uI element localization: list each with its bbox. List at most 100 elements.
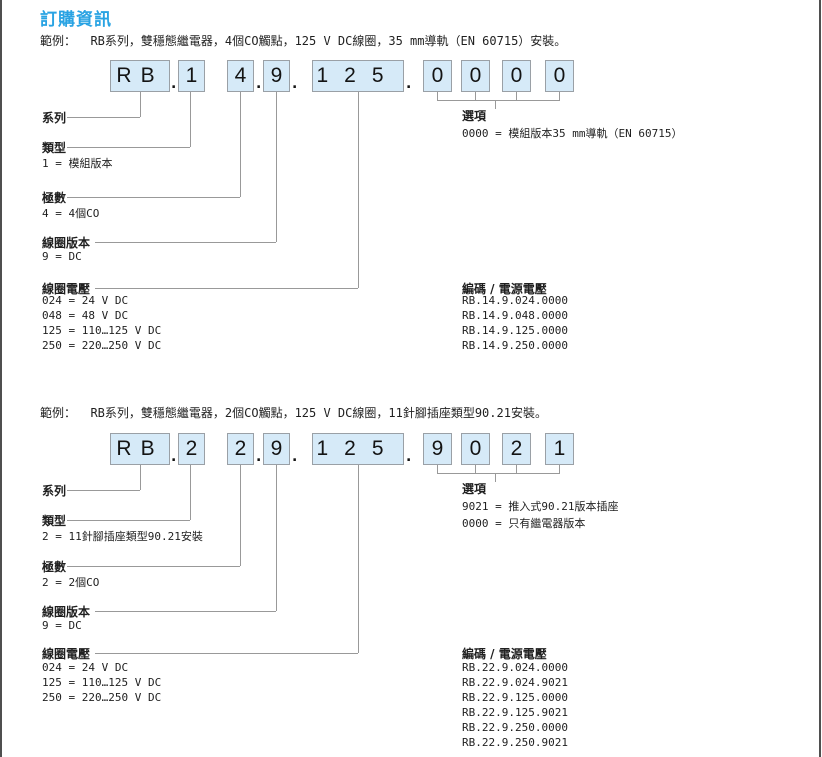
connector-line [475, 465, 476, 473]
connector-line [358, 465, 359, 653]
label-coil-version: 線圈版本 [42, 236, 91, 250]
connector-line [437, 92, 438, 100]
connector-line [437, 465, 438, 473]
connector-line [475, 92, 476, 100]
value-code: RB.22.9.125.0000 [462, 691, 568, 704]
connector-line [95, 653, 358, 654]
code-box-option-2: 0 [461, 60, 490, 92]
page-right-border [819, 0, 821, 757]
value-option: 0000 = 只有繼電器版本 [462, 517, 586, 530]
label-options: 選項 [462, 482, 487, 496]
connector-line [190, 92, 191, 147]
connector-line [95, 242, 276, 243]
value-coil-voltage: 024 = 24 V DC [42, 294, 129, 307]
value-poles: 2 = 2個CO [42, 576, 100, 589]
value-code: RB.14.9.024.0000 [462, 294, 568, 307]
value-code: RB.22.9.024.9021 [462, 676, 568, 689]
code-box-poles: 4 [227, 60, 254, 92]
connector-line [276, 92, 277, 242]
label-poles: 極數 [42, 191, 67, 205]
label-options: 選項 [462, 109, 487, 123]
code-box-coil-version: 9 [263, 60, 290, 92]
value-coil-voltage: 024 = 24 V DC [42, 661, 129, 674]
connector-line [240, 92, 241, 197]
code-separator: . [406, 449, 412, 465]
value-option: 0000 = 模組版本35 mm導軌（EN 60715） [462, 127, 683, 140]
page-left-border [0, 0, 2, 757]
connector-line [140, 92, 141, 117]
value-code: RB.22.9.250.9021 [462, 736, 568, 749]
code-separator: . [256, 449, 262, 465]
value-code: RB.22.9.125.9021 [462, 706, 568, 719]
code-box-coil-version: 9 [263, 433, 290, 465]
label-series: 系列 [42, 111, 67, 125]
label-poles: 極數 [42, 560, 67, 574]
code-box-poles: 2 [227, 433, 254, 465]
code-box-type: 1 [178, 60, 205, 92]
code-separator: . [256, 76, 262, 92]
value-coil-voltage: 125 = 110…125 V DC [42, 676, 162, 689]
value-code: RB.14.9.048.0000 [462, 309, 568, 322]
connector-line [190, 465, 191, 520]
code-box-option-1: 0 [423, 60, 452, 92]
connector-line [437, 100, 560, 101]
code-box-option-1: 9 [423, 433, 452, 465]
code-separator: . [406, 76, 412, 92]
code-box-option-4: 0 [545, 60, 574, 92]
code-box-coil-voltage: 125 [312, 60, 404, 92]
label-type: 類型 [42, 141, 67, 155]
value-coil-voltage: 250 = 220…250 V DC [42, 339, 162, 352]
connector-line [67, 117, 140, 118]
code-separator: . [171, 76, 177, 92]
label-codes: 編碼 / 電源電壓 [462, 647, 547, 661]
connector-line [559, 92, 560, 100]
code-box-series: RB [110, 433, 170, 465]
value-type: 2 = 11針腳插座類型90.21安裝 [42, 530, 203, 543]
connector-line [67, 520, 190, 521]
connector-line [559, 465, 560, 473]
value-coil-version: 9 = DC [42, 619, 82, 632]
value-coil-voltage: 250 = 220…250 V DC [42, 691, 162, 704]
example-text-2: 範例： RB系列，雙穩態繼電器，2個CO觸點，125 V DC線圈，11針腳插座… [40, 406, 547, 420]
page-title: 訂購資訊 [40, 10, 112, 29]
value-coil-voltage: 125 = 110…125 V DC [42, 324, 162, 337]
value-coil-version: 9 = DC [42, 250, 82, 263]
value-coil-voltage: 048 = 48 V DC [42, 309, 129, 322]
connector-line [67, 490, 140, 491]
value-code: RB.14.9.125.0000 [462, 324, 568, 337]
connector-line [140, 465, 141, 490]
value-code: RB.22.9.024.0000 [462, 661, 568, 674]
label-coil-voltage: 線圈電壓 [42, 282, 91, 296]
label-type: 類型 [42, 514, 67, 528]
connector-line [495, 473, 496, 482]
connector-line [95, 288, 358, 289]
code-box-series: RB [110, 60, 170, 92]
code-box-option-4: 1 [545, 433, 574, 465]
code-separator: . [292, 76, 298, 92]
connector-line [240, 465, 241, 566]
code-box-option-3: 2 [502, 433, 531, 465]
connector-line [516, 92, 517, 100]
example-text-1: 範例： RB系列，雙穩態繼電器，4個CO觸點，125 V DC線圈，35 mm導… [40, 34, 567, 48]
value-poles: 4 = 4個CO [42, 207, 100, 220]
code-box-option-2: 0 [461, 433, 490, 465]
value-option: 9021 = 推入式90.21版本插座 [462, 500, 619, 513]
connector-line [495, 100, 496, 109]
connector-line [67, 197, 240, 198]
connector-line [276, 465, 277, 611]
connector-line [95, 611, 276, 612]
connector-line [437, 473, 560, 474]
value-type: 1 = 模組版本 [42, 157, 113, 170]
connector-line [67, 147, 190, 148]
code-box-option-3: 0 [502, 60, 531, 92]
label-series: 系列 [42, 484, 67, 498]
code-separator: . [292, 449, 298, 465]
code-separator: . [171, 449, 177, 465]
label-coil-version: 線圈版本 [42, 605, 91, 619]
label-codes: 編碼 / 電源電壓 [462, 282, 547, 296]
label-coil-voltage: 線圈電壓 [42, 647, 91, 661]
code-box-coil-voltage: 125 [312, 433, 404, 465]
connector-line [358, 92, 359, 288]
connector-line [67, 566, 240, 567]
